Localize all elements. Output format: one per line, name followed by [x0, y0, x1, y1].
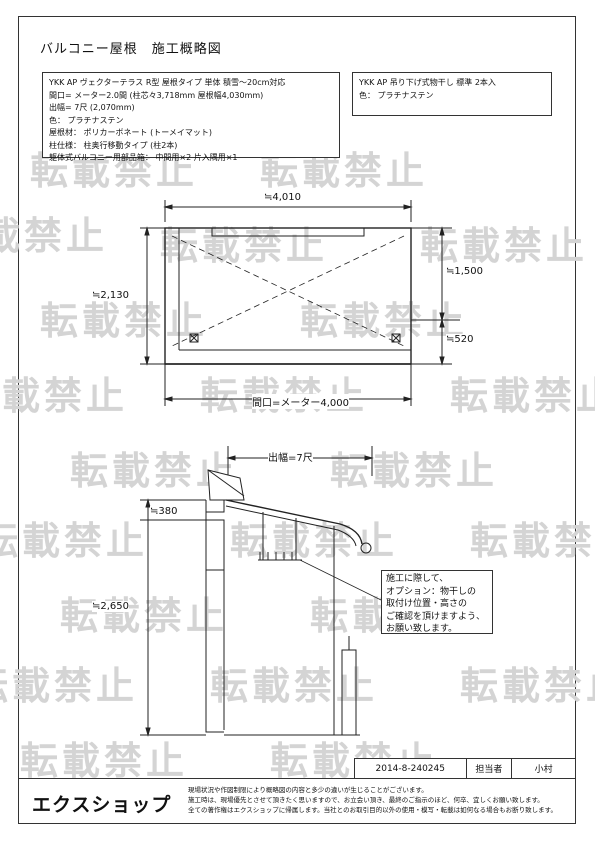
spec-line: YKK AP ヴェクターテラス R型 屋根タイプ 単体 積雪～20cm対応	[49, 78, 286, 87]
plan-dim-left: ≒2,130	[92, 290, 130, 301]
plan-dim-bottom: 間口=メーター4,000	[252, 394, 350, 409]
spec-line: 出幅= 7尺 (2,070mm)	[49, 103, 135, 112]
plan-dim-right-lower: ≒520	[446, 334, 474, 345]
section-dim-top: 出幅=7尺	[268, 449, 313, 464]
construction-note: 施工に際して、 オプション：物干しの 取付け位置・高さの ご確認を頂けますよう、…	[381, 570, 493, 634]
note-line: お願い致します。	[386, 624, 458, 634]
section-dim-left-upper: ≒380	[150, 506, 178, 517]
plan-dim-right-upper: ≒1,500	[446, 266, 484, 277]
spec-line: 色： プラチナステン	[359, 90, 434, 100]
drawing-frame	[18, 16, 576, 824]
footer-disclaimer: 現場状況や作図制限により概略図の内容と多少の違いが生じることがございます。 施工…	[188, 785, 573, 815]
footer-divider	[18, 778, 576, 779]
drawing-number: 2014-8-240245	[355, 759, 467, 778]
disclaimer-line: 現場状況や作図制限により概略図の内容と多少の違いが生じることがございます。	[188, 786, 428, 794]
note-line: ご確認を頂けますよう、	[386, 611, 486, 622]
title-block: 2014-8-240245 担当者 小村	[354, 758, 577, 778]
spec-line: 屋根材： ポリカーボネート (トーメイマット)	[49, 128, 213, 137]
company-logo: エクスショップ	[32, 794, 172, 816]
section-dim-left: ≒2,650	[92, 601, 130, 612]
spec-right-box: YKK AP 吊り下げ式物干し 標準 2本入 色： プラチナステン	[352, 72, 552, 116]
charge-label: 担当者	[467, 759, 513, 778]
spec-line: YKK AP 吊り下げ式物干し 標準 2本入	[359, 78, 496, 87]
spec-left-box: YKK AP ヴェクターテラス R型 屋根タイプ 単体 積雪～20cm対応 間口…	[42, 72, 340, 162]
spec-line: 間口= メーター2.0間 (柱芯々3,718mm 屋根幅4,030mm)	[49, 90, 264, 100]
spec-line: 柱仕様： 柱奥行移動タイプ (柱2本)	[49, 140, 178, 150]
disclaimer-line: 全ての著作権はエクスショップに帰属します。当社とのお取引目的以外の使用・模写・転…	[188, 806, 557, 814]
charge-name: 小村	[512, 759, 577, 778]
spec-line: 躯体式バルコニー用部品箱： 中間用×2 片入隅用×1	[49, 153, 238, 162]
spec-line: 色： プラチナステン	[49, 115, 124, 125]
plan-dim-top: ≒4,010	[264, 192, 302, 203]
note-line: オプション：物干しの	[386, 586, 477, 597]
disclaimer-line: 施工時は、現場優先とさせて頂きたく思いますので、お立会い頂き、最終のご指示のほど…	[188, 796, 544, 804]
note-line: 施工に際して、	[386, 574, 449, 584]
note-line: 取付け位置・高さの	[386, 599, 468, 609]
page-title: バルコニー屋根 施工概略図	[40, 42, 222, 57]
